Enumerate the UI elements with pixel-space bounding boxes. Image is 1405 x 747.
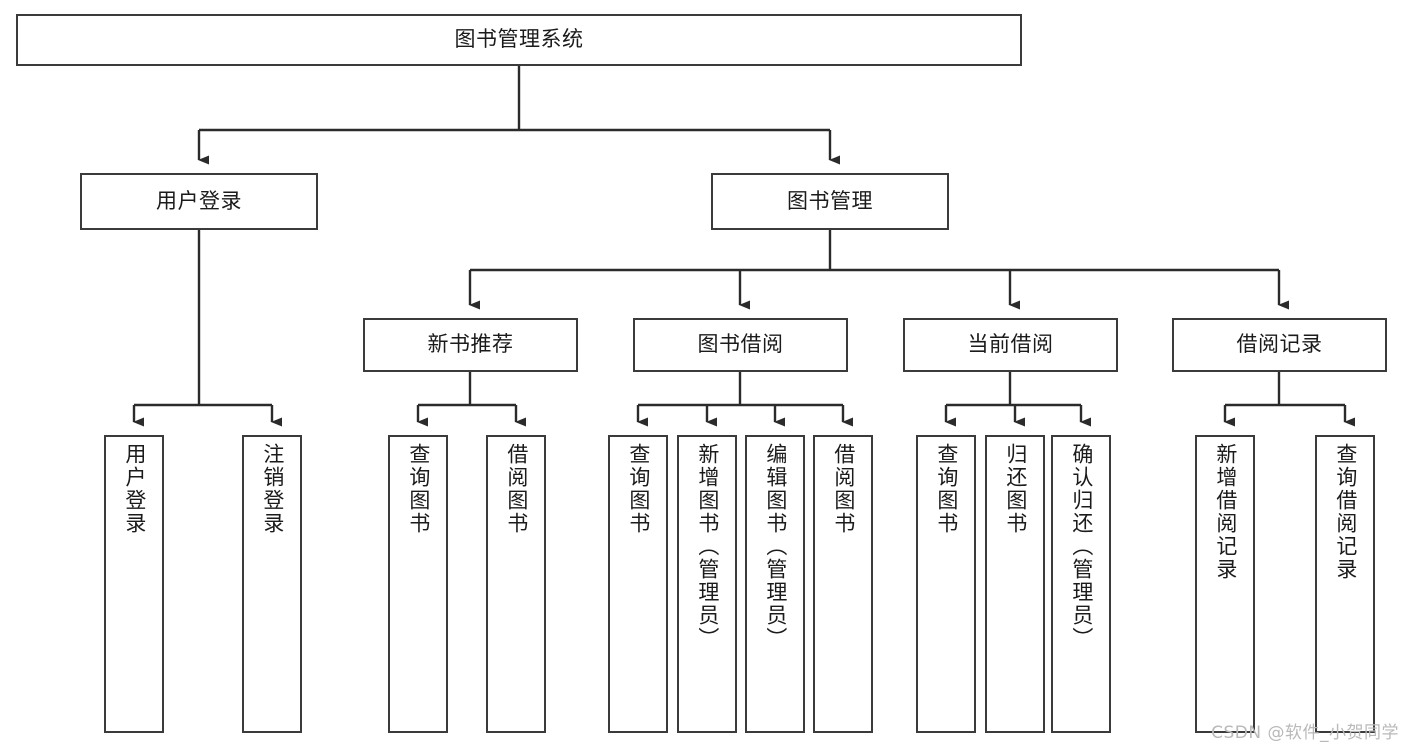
node-root-label: 图书管理系统 bbox=[454, 27, 584, 52]
leaf-add-book-admin-label: 新增图书（管理员） bbox=[695, 443, 720, 650]
leaf-edit-book-admin-label: 编辑图书（管理员） bbox=[763, 443, 788, 650]
leaf-query-book-current[interactable]: 查询图书 bbox=[916, 435, 976, 733]
leaf-confirm-return-admin[interactable]: 确认归还（管理员） bbox=[1051, 435, 1111, 733]
leaf-logout-label: 注销登录 bbox=[260, 443, 285, 535]
leaf-borrow-book-label: 借阅图书 bbox=[831, 443, 856, 535]
node-new-book-recommend-label: 新书推荐 bbox=[427, 332, 514, 357]
leaf-return-book[interactable]: 归还图书 bbox=[985, 435, 1045, 733]
leaf-logout[interactable]: 注销登录 bbox=[242, 435, 302, 733]
leaf-add-book-admin[interactable]: 新增图书（管理员） bbox=[677, 435, 737, 733]
leaf-borrow-book[interactable]: 借阅图书 bbox=[813, 435, 873, 733]
leaf-return-book-label: 归还图书 bbox=[1003, 443, 1028, 535]
leaf-borrow-book-recommend-label: 借阅图书 bbox=[504, 443, 529, 535]
node-book-borrow[interactable]: 图书借阅 bbox=[633, 318, 848, 372]
watermark-text: CSDN @软件_小贺同学 bbox=[1211, 723, 1399, 743]
node-borrow-record[interactable]: 借阅记录 bbox=[1172, 318, 1387, 372]
node-user-login-label: 用户登录 bbox=[156, 188, 242, 213]
leaf-query-book-recommend[interactable]: 查询图书 bbox=[388, 435, 448, 733]
leaf-query-book-recommend-label: 查询图书 bbox=[406, 443, 431, 535]
leaf-edit-book-admin[interactable]: 编辑图书（管理员） bbox=[745, 435, 805, 733]
leaf-query-borrow-record-label: 查询借阅记录 bbox=[1333, 443, 1358, 581]
leaf-query-book-borrow[interactable]: 查询图书 bbox=[608, 435, 668, 733]
node-book-management-label: 图书管理 bbox=[787, 188, 873, 213]
node-user-login[interactable]: 用户登录 bbox=[80, 173, 318, 230]
leaf-add-borrow-record-label: 新增借阅记录 bbox=[1213, 443, 1238, 581]
leaf-user-login[interactable]: 用户登录 bbox=[104, 435, 164, 733]
leaf-add-borrow-record[interactable]: 新增借阅记录 bbox=[1195, 435, 1255, 733]
node-current-borrow-label: 当前借阅 bbox=[967, 332, 1054, 357]
node-current-borrow[interactable]: 当前借阅 bbox=[903, 318, 1118, 372]
leaf-borrow-book-recommend[interactable]: 借阅图书 bbox=[486, 435, 546, 733]
leaf-confirm-return-admin-label: 确认归还（管理员） bbox=[1069, 443, 1094, 650]
leaf-query-borrow-record[interactable]: 查询借阅记录 bbox=[1315, 435, 1375, 733]
leaf-user-login-label: 用户登录 bbox=[122, 443, 147, 535]
leaf-query-book-current-label: 查询图书 bbox=[934, 443, 959, 535]
node-book-management[interactable]: 图书管理 bbox=[711, 173, 949, 230]
node-borrow-record-label: 借阅记录 bbox=[1236, 332, 1323, 357]
node-book-borrow-label: 图书借阅 bbox=[697, 332, 784, 357]
leaf-query-book-borrow-label: 查询图书 bbox=[626, 443, 651, 535]
node-root[interactable]: 图书管理系统 bbox=[16, 14, 1022, 66]
node-new-book-recommend[interactable]: 新书推荐 bbox=[363, 318, 578, 372]
